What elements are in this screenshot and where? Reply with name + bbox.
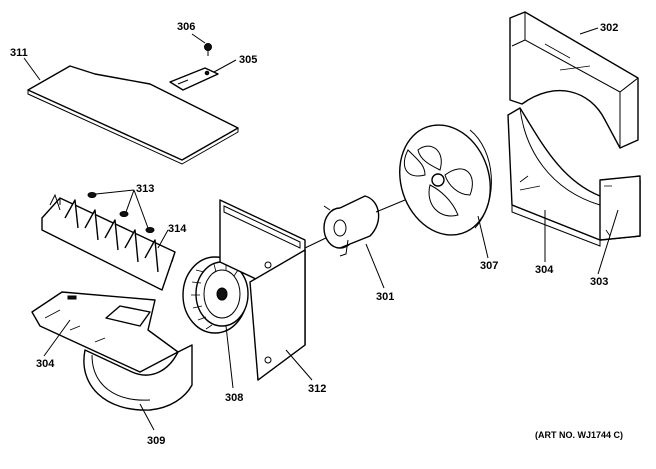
callout-312: 312 bbox=[308, 383, 326, 395]
callout-303: 303 bbox=[590, 276, 608, 288]
part-314-baffle-rack bbox=[41, 193, 176, 291]
callout-314: 314 bbox=[168, 223, 187, 235]
callout-306: 306 bbox=[177, 21, 195, 33]
part-312-mounting-plate bbox=[219, 199, 306, 381]
part-308-blower-wheel bbox=[182, 256, 249, 334]
callout-313: 313 bbox=[136, 183, 154, 195]
part-306-screw bbox=[204, 43, 212, 56]
callout-309: 309 bbox=[147, 435, 165, 447]
part-301-fan-motor bbox=[304, 195, 406, 257]
leader-lines bbox=[23, 27, 619, 431]
part-307-fan-blade bbox=[399, 124, 492, 236]
part-309-scroll-housing bbox=[83, 344, 193, 411]
part-302-shroud-upper bbox=[509, 11, 639, 149]
art-number: (ART NO. WJ1744 C) bbox=[535, 430, 623, 440]
callout-301: 301 bbox=[376, 291, 394, 303]
callout-307: 307 bbox=[480, 260, 498, 272]
callout-304-left: 304 bbox=[36, 358, 55, 370]
part-303-end-panel bbox=[599, 175, 641, 241]
callout-311: 311 bbox=[10, 47, 28, 59]
part-304-base-plate-left bbox=[31, 291, 179, 373]
callout-labels: 306 305 311 313 314 304 309 308 312 301 … bbox=[10, 21, 618, 447]
part-313-clips bbox=[87, 192, 155, 233]
part-305-bracket bbox=[169, 67, 219, 91]
callout-305: 305 bbox=[239, 54, 257, 66]
part-311-cover-panel bbox=[27, 65, 239, 165]
callout-302: 302 bbox=[600, 22, 618, 34]
callout-308: 308 bbox=[225, 392, 243, 404]
callout-304-right: 304 bbox=[535, 264, 554, 276]
